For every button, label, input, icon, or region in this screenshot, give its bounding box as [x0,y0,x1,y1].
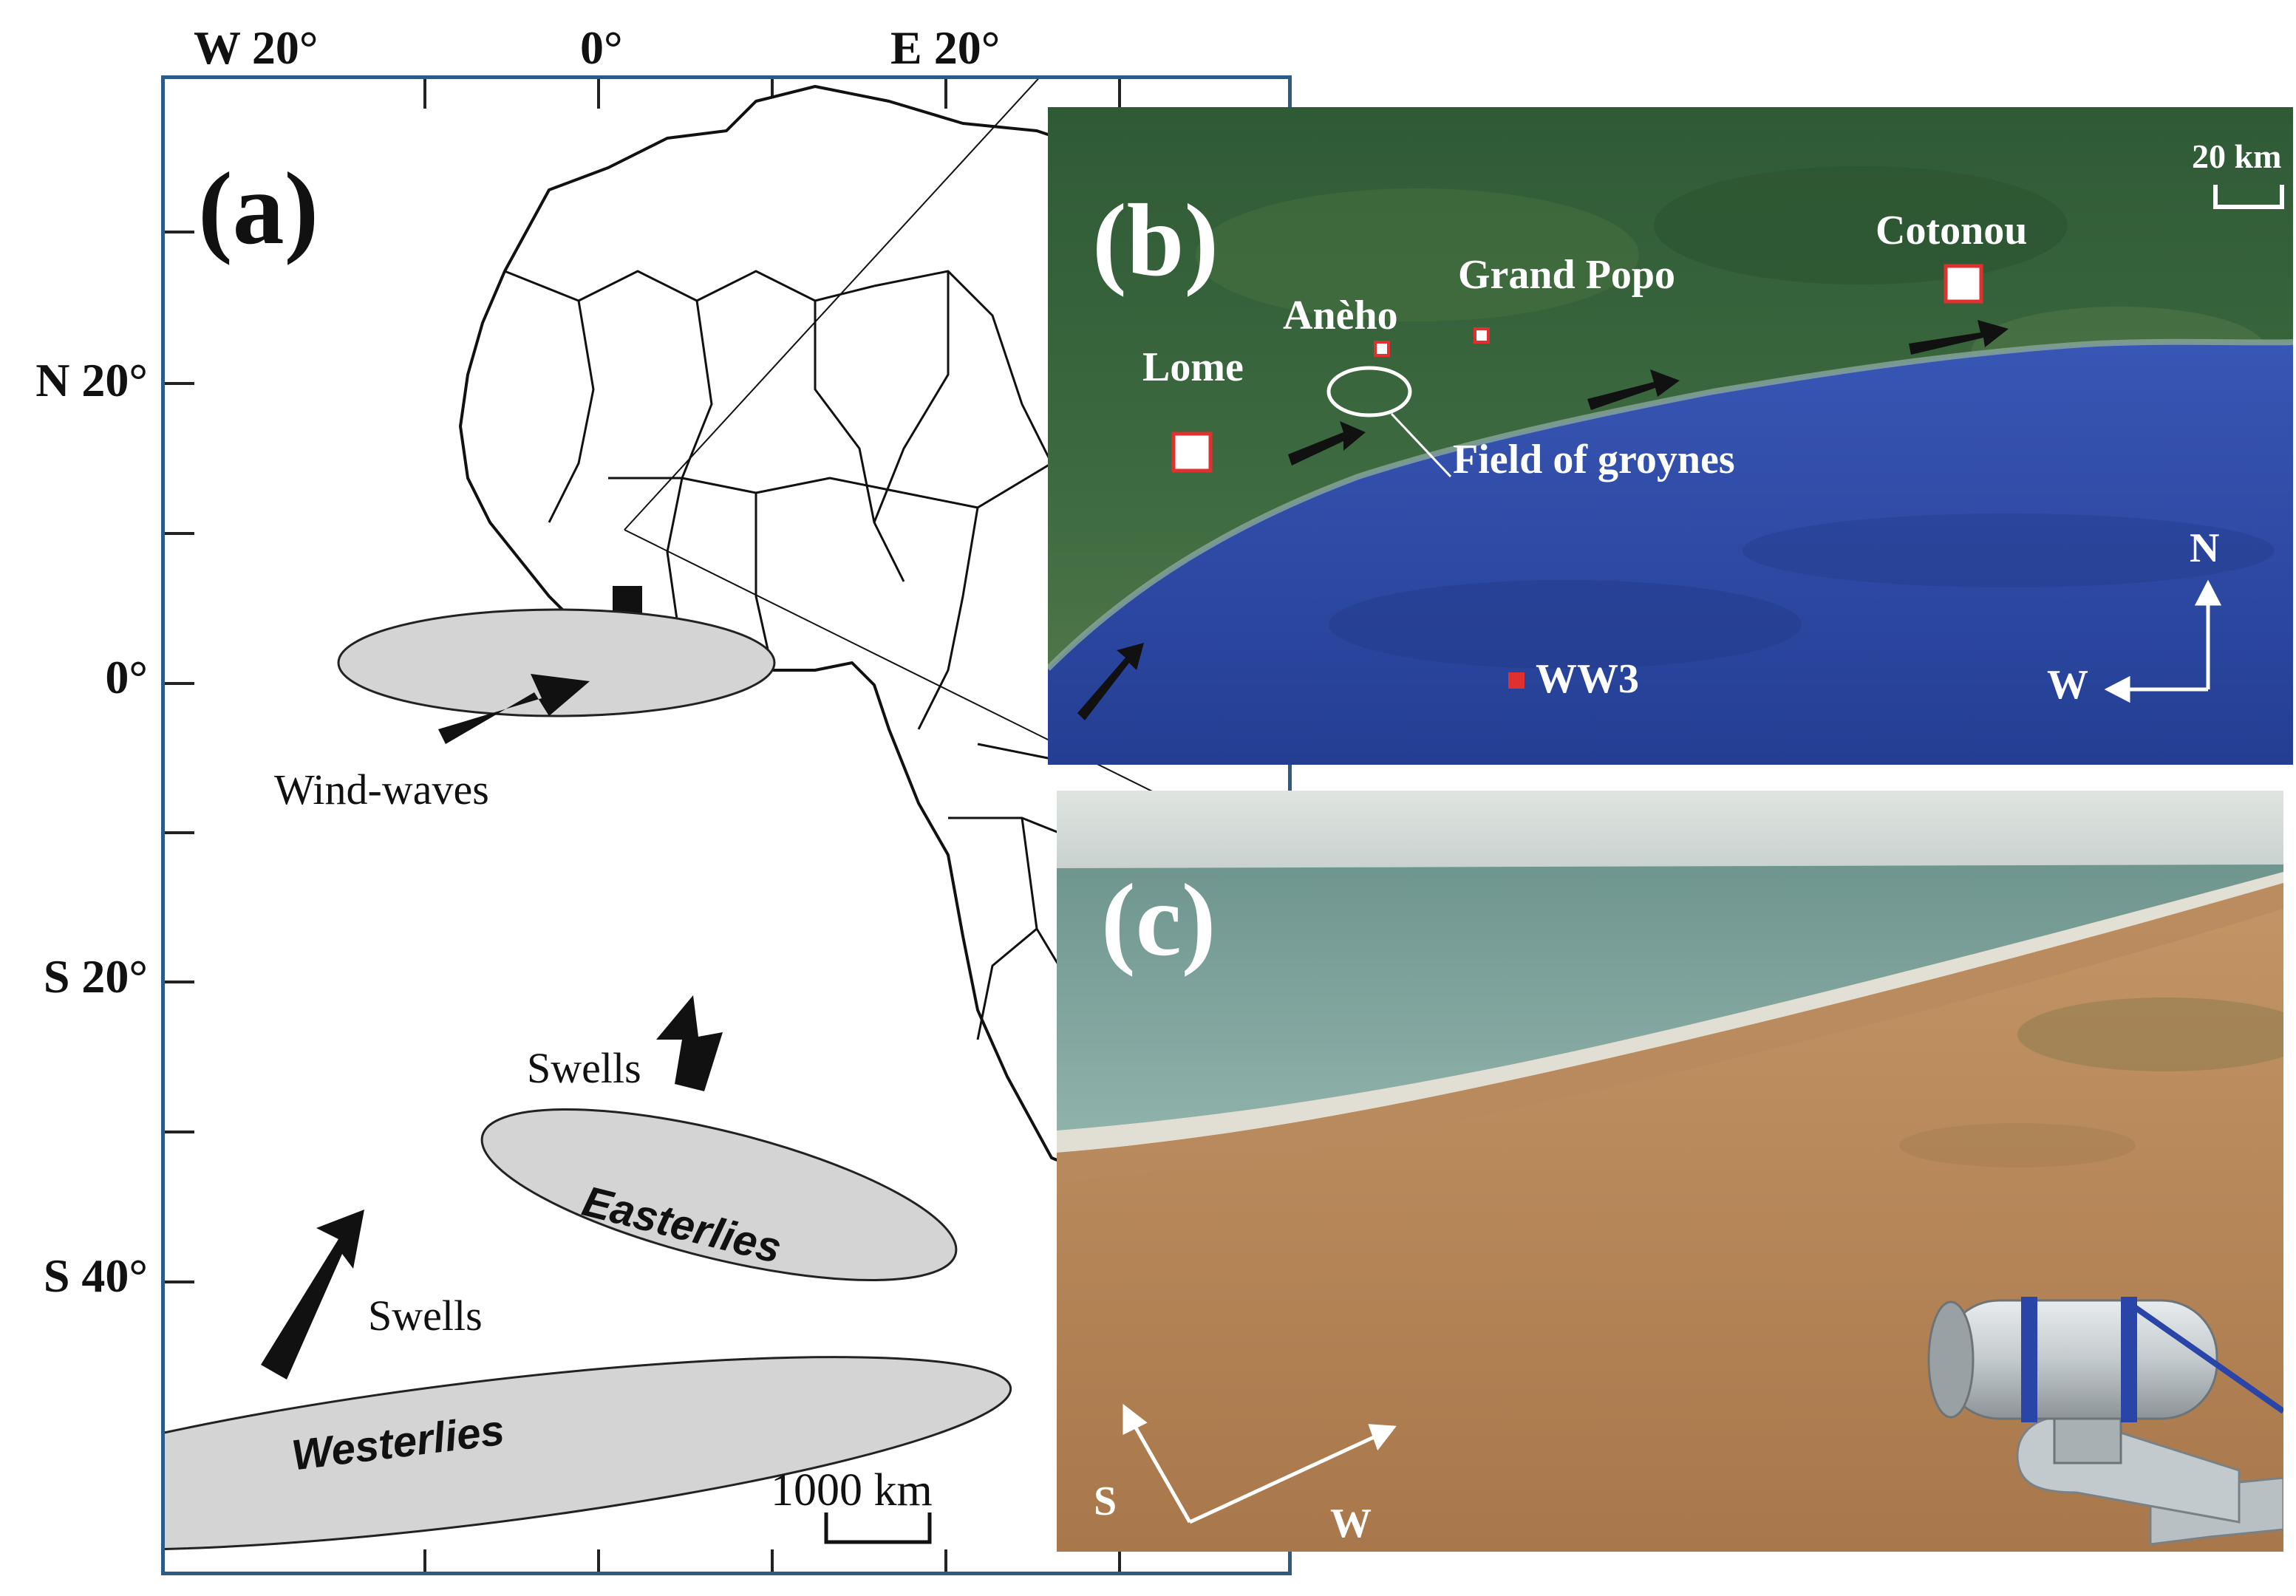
sky [1057,791,2283,868]
compass-b [2104,579,2222,703]
label-wind-waves: Wind-waves [274,765,489,814]
label-field-of-groynes: Field of groynes [1453,437,1735,482]
lat-label-s20: S 20° [43,950,148,1003]
beach-photo-svg [1057,791,2283,1552]
label-grand-popo: Grand Popo [1458,252,1676,298]
groynes-pointer [1390,412,1452,478]
lat-label-s40: S 40° [43,1249,148,1302]
scale-bar-20km [2213,185,2284,209]
compass-c-west-label: W [1330,1501,1372,1546]
wind-waves-arrow [438,674,590,744]
lon-label-0: 0° [580,21,623,74]
sea [1057,864,2283,1130]
easterlies-ellipse [480,1108,958,1281]
satellite-map-svg [1048,107,2293,765]
camera-cable [2133,1305,2283,1414]
label-scale-20km: 20 km [2192,137,2282,175]
wave-arrows [1077,320,2009,720]
scale-bar-1000km [824,1513,932,1544]
compass-c-south-label: S [1094,1479,1117,1524]
bottom-ticks [423,1549,1121,1572]
label-cotonou: Cotonou [1876,208,2028,253]
marker-aneho [1374,341,1390,357]
marker-ww3 [1508,672,1525,689]
compass-b-north-label: N [2190,525,2220,571]
panel-b-letter: (b) [1092,183,1219,298]
panel-c-letter: (c) [1101,863,1216,978]
panel-c-beach-photo: (c) S W [1057,791,2283,1552]
coastline [1048,338,2293,671]
sea-area [1048,341,2293,765]
lat-label-n20: N 20° [35,354,148,406]
label-swells-upper: Swells [527,1044,641,1092]
label-aneho: Anèho [1283,293,1398,338]
lon-label-e20: E 20° [890,21,1001,74]
swells-arrow-upper [656,995,723,1091]
study-site-marker [613,586,642,615]
label-swells-lower: Swells [368,1292,483,1340]
swells-arrow-lower [261,1210,364,1380]
compass-c [1123,1403,1397,1524]
left-ticks [165,231,194,1434]
panel-a-letter: (a) [198,151,319,266]
inset-connector-top [624,79,1040,531]
label-ww3: WW3 [1536,656,1639,702]
compass-b-west-label: W [2047,662,2088,708]
marker-grand-popo [1474,327,1490,344]
lat-label-0: 0° [105,651,148,703]
groynes-ellipse [1326,366,1412,417]
marker-cotonou [1944,264,1983,304]
westerlies-ellipse [165,1356,1012,1551]
marker-lome [1171,432,1213,473]
panel-b-satellite-map: (b) 20 km Cotonou Grand Popo Anèho Lome … [1048,107,2293,765]
label-lome: Lome [1142,344,1244,390]
camera-strap-2 [2121,1297,2137,1422]
camera-strap-1 [2021,1297,2037,1422]
label-scale-1000km: 1000 km [771,1465,933,1515]
lon-label-w20: W 20° [194,21,318,74]
top-ticks [423,79,1121,109]
camera-housing [1942,1299,2218,1420]
surf-line [1057,872,2283,1153]
wind-waves-ellipse [337,608,776,717]
